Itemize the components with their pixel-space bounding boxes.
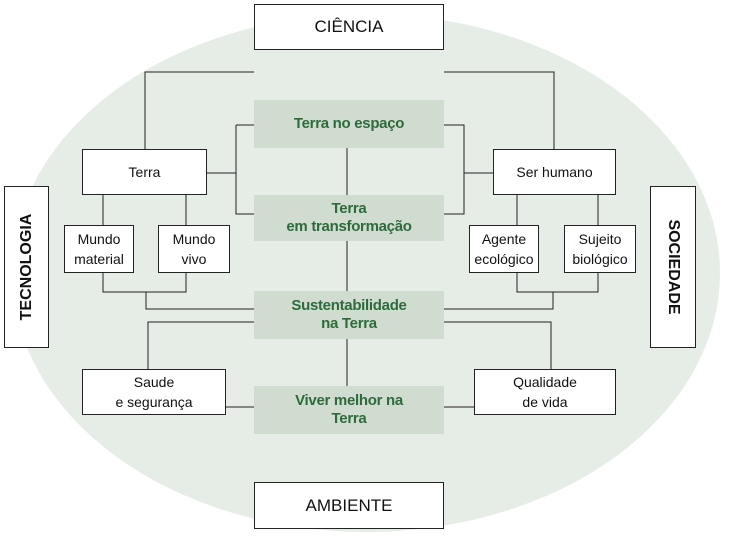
tecnologia-label: TECNOLOGIA [17,213,35,321]
theme-viver-melhor-label: Viver melhor na Terra [295,392,403,427]
line-ciencia-terra [144,71,254,149]
node-saude-seguranca: Saude e segurança [82,369,226,415]
line-ciencia-ser-humano [444,71,555,149]
sociedade-label: SOCIEDADE [665,219,682,315]
theme-sustentabilidade-label: Sustentabilidade na Terra [291,297,407,332]
node-ser-humano: Ser humano [493,149,616,195]
node-sujeito-biologico: Sujeito biológico [564,225,636,273]
sociedade-box: SOCIEDADE [650,186,696,348]
node-qualidade-de-vida-label: Qualidade de vida [513,374,577,410]
line-bracket-terra [235,125,254,215]
line-agente-sujeito-join [516,273,599,293]
node-terra: Terra [82,149,207,195]
ambiente-label: AMBIENTE [305,495,393,515]
theme-sustentabilidade: Sustentabilidade na Terra [254,291,444,339]
theme-viver-melhor: Viver melhor na Terra [254,386,444,434]
theme-terra-em-transformacao-label: Terra em transformação [286,200,412,235]
node-qualidade-de-vida: Qualidade de vida [474,369,616,415]
line-sustentabilidade-saude [147,321,254,369]
ciencia-box: CIÊNCIA [254,4,444,50]
line-mundo-sustentabilidade [145,292,254,310]
node-ser-humano-label: Ser humano [516,164,593,180]
ciencia-label: CIÊNCIA [314,17,384,36]
ambiente-box: AMBIENTE [254,482,444,529]
node-sujeito-biologico-label: Sujeito biológico [572,231,628,267]
tecnologia-box: TECNOLOGIA [4,186,49,348]
theme-terra-no-espaco: Terra no espaço [254,100,444,148]
node-mundo-vivo: Mundo vivo [158,225,230,273]
node-saude-seguranca-label: Saude e segurança [115,374,193,410]
node-mundo-vivo-label: Mundo vivo [172,231,216,267]
theme-terra-no-espaco-label: Terra no espaço [293,115,405,132]
node-agente-ecologico: Agente ecológico [469,225,539,273]
line-agente-sustentabilidade [444,292,554,310]
node-terra-label: Terra [128,164,161,180]
line-bracket-ser-humano [444,124,465,215]
line-mundo-join [102,273,187,293]
line-sustentabilidade-qualidade [444,321,552,369]
node-mundo-material: Mundo material [64,225,134,273]
node-agente-ecologico-label: Agente ecológico [474,231,534,267]
node-mundo-material-label: Mundo material [74,231,124,267]
theme-terra-em-transformacao: Terra em transformação [254,195,444,241]
